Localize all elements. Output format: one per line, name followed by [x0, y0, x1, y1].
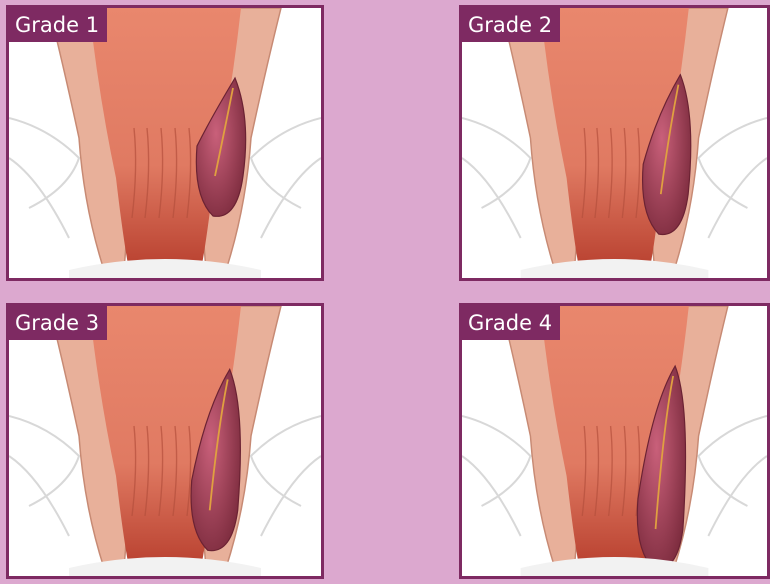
grade-2-illustration	[462, 8, 767, 278]
grade-3-illustration	[9, 306, 321, 576]
anal-margin	[69, 557, 261, 576]
anal-margin	[69, 259, 261, 278]
grade-4-panel: Grade 4	[459, 303, 770, 579]
grade-3-panel: Grade 3	[6, 303, 324, 579]
anal-margin	[521, 259, 709, 278]
grade-1-panel: Grade 1	[6, 5, 324, 281]
grade-4-label: Grade 4	[462, 306, 560, 340]
grade-2-panel: Grade 2	[459, 5, 770, 281]
grade-2-label: Grade 2	[462, 8, 560, 42]
grade-1-illustration	[9, 8, 321, 278]
grade-4-illustration	[462, 306, 767, 576]
grade-1-label: Grade 1	[9, 8, 107, 42]
grade-3-label: Grade 3	[9, 306, 107, 340]
anal-margin	[521, 557, 709, 576]
